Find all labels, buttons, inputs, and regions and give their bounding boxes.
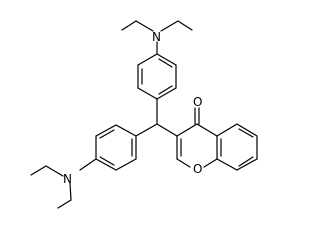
bond: [135, 123, 158, 137]
background: [0, 0, 288, 234]
bond: [69, 182, 72, 201]
bond: [238, 128, 254, 138]
bond: [95, 124, 117, 137]
upper-phenyl-ring: [137, 53, 177, 125]
bond: [236, 123, 258, 137]
bond: [30, 165, 47, 176]
bond: [238, 156, 254, 167]
bond: [203, 158, 218, 168]
bond: [135, 20, 154, 32]
structure-svg: N N O O: [0, 0, 288, 234]
bond: [137, 53, 158, 66]
atom-label-n-top: N: [152, 30, 161, 44]
bond: [95, 158, 117, 171]
bond: [57, 199, 72, 209]
central-methine-bonds: [135, 123, 178, 137]
bond: [158, 85, 173, 95]
bond: [115, 158, 137, 171]
bond: [115, 124, 137, 137]
bond: [99, 129, 115, 139]
bond: [137, 87, 158, 100]
bond: [216, 123, 238, 137]
bond: [160, 20, 179, 32]
pyranone-ring: [176, 107, 218, 168]
bond: [156, 53, 177, 66]
bond: [176, 158, 191, 168]
bond: [177, 20, 193, 31]
bond: [236, 158, 258, 171]
bond: [196, 123, 218, 137]
bond: [216, 158, 238, 171]
atom-label-o-ring: O: [193, 162, 202, 176]
bond: [156, 87, 177, 100]
bond: [45, 165, 64, 177]
left-diethylamino-group: [30, 165, 72, 209]
bond: [121, 20, 137, 31]
lower-phenyl-ring: [79, 124, 137, 171]
atom-label-n-left: N: [63, 172, 72, 186]
atom-label-o-carbonyl: O: [193, 95, 202, 109]
bond: [156, 123, 178, 137]
top-diethylamino-group: [121, 20, 193, 55]
bond: [79, 158, 97, 171]
molecule-diagram: N N O O: [0, 0, 288, 234]
bond: [158, 58, 173, 68]
benzo-ring: [216, 123, 258, 171]
bond: [176, 123, 198, 137]
bond: [99, 156, 115, 166]
